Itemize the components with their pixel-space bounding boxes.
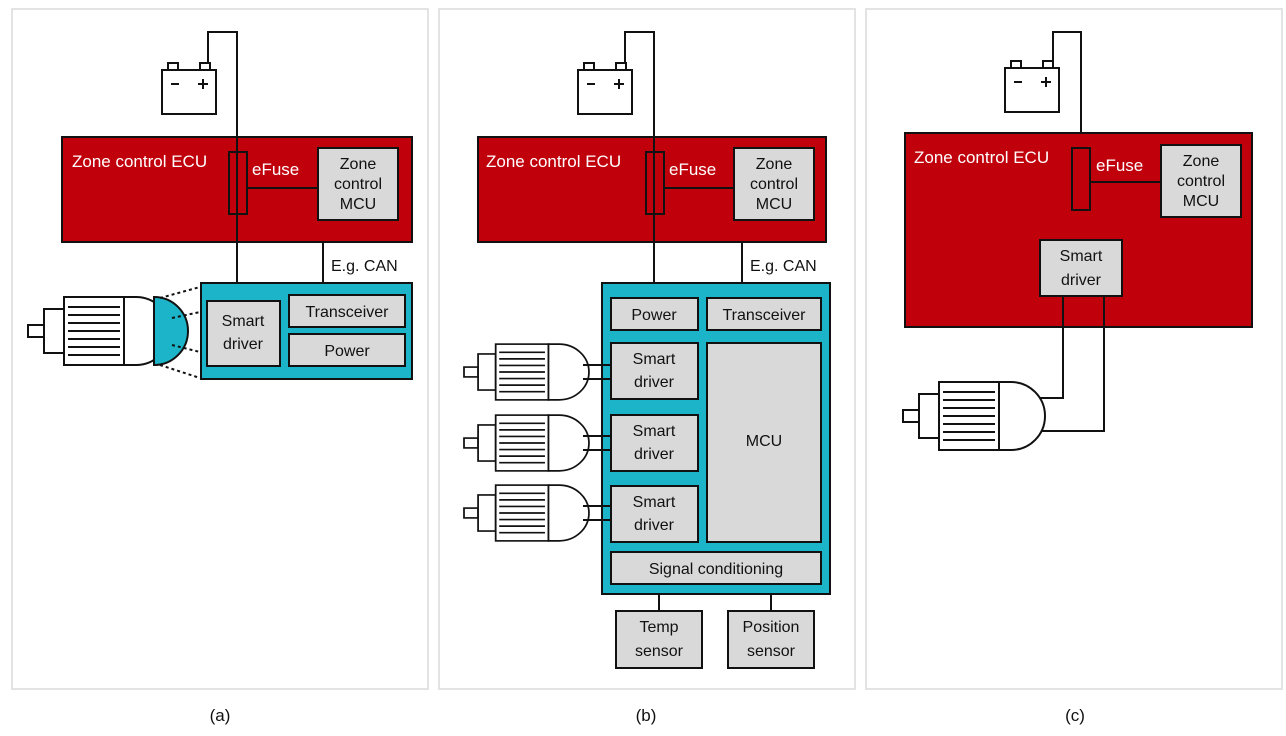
mcu-line-2: control bbox=[750, 176, 798, 193]
position-line-2: sensor bbox=[747, 643, 796, 660]
temp-line-1: Temp bbox=[639, 619, 678, 636]
caption-a: (a) bbox=[209, 706, 231, 725]
panel-b-diagram: Zone control ECU eFuse Zone control MCU … bbox=[463, 31, 831, 669]
smart-driver-box-3 bbox=[610, 485, 699, 543]
battery-icon bbox=[161, 62, 217, 115]
driver-3-line-2: driver bbox=[634, 517, 675, 534]
signal-conditioning-label: Signal conditioning bbox=[649, 561, 783, 578]
efuse-label: eFuse bbox=[252, 160, 299, 179]
mcu-line-1: Zone bbox=[756, 156, 793, 173]
zone-control-mcu bbox=[317, 147, 399, 221]
driver-2-line-2: driver bbox=[634, 446, 675, 463]
mcu-line-3: MCU bbox=[340, 196, 376, 213]
signal-conditioning-box bbox=[610, 551, 822, 585]
efuse-element bbox=[1071, 147, 1091, 211]
panel-c-diagram: Zone control ECU eFuse Zone control MCU … bbox=[902, 31, 1253, 451]
can-label: E.g. CAN bbox=[331, 258, 398, 275]
mcu-line-1: Zone bbox=[340, 156, 377, 173]
efuse-label: eFuse bbox=[1096, 156, 1143, 175]
caption-b: (b) bbox=[635, 706, 657, 725]
smart-driver-box bbox=[206, 300, 281, 367]
power-box bbox=[288, 333, 406, 367]
transceiver-box bbox=[288, 294, 406, 328]
mcu-line-2: control bbox=[334, 176, 382, 193]
driver-2-line-1: Smart bbox=[633, 423, 676, 440]
temp-line-2: sensor bbox=[635, 643, 684, 660]
driver-line-1: Smart bbox=[222, 313, 265, 330]
motor-icon-3 bbox=[463, 484, 590, 542]
ecu-label: Zone control ECU bbox=[72, 152, 207, 171]
position-sensor-box bbox=[727, 610, 815, 669]
zone-control-mcu bbox=[1160, 144, 1242, 218]
panel-a bbox=[11, 8, 429, 690]
battery-icon bbox=[577, 62, 633, 115]
power-box bbox=[610, 297, 699, 331]
module-mcu-label: MCU bbox=[746, 433, 782, 450]
smart-driver-box-2 bbox=[610, 414, 699, 472]
driver-line-1: Smart bbox=[1060, 248, 1103, 265]
caption-c: (c) bbox=[1065, 706, 1085, 725]
smart-driver-box bbox=[1039, 239, 1123, 297]
panel-a-diagram: Zone control ECU eFuse Zone control MCU … bbox=[27, 31, 413, 380]
can-label: E.g. CAN bbox=[750, 258, 817, 275]
ecu-label: Zone control ECU bbox=[486, 152, 621, 171]
driver-line-2: driver bbox=[1061, 272, 1102, 289]
motor-icon bbox=[902, 381, 1046, 451]
ecu-label: Zone control ECU bbox=[914, 148, 1049, 167]
driver-1-line-1: Smart bbox=[633, 351, 676, 368]
driver-line-2: driver bbox=[223, 336, 264, 353]
power-label: Power bbox=[631, 307, 677, 324]
transceiver-label: Transceiver bbox=[306, 304, 390, 321]
module-mcu-box bbox=[706, 342, 822, 543]
mcu-line-1: Zone bbox=[1183, 153, 1220, 170]
driver-1-line-2: driver bbox=[634, 374, 675, 391]
motor-icon bbox=[27, 296, 171, 366]
driver-3-line-1: Smart bbox=[633, 494, 676, 511]
zone-control-mcu bbox=[733, 147, 815, 221]
panel-b bbox=[438, 8, 856, 690]
smart-driver-box-1 bbox=[610, 342, 699, 400]
transceiver-box bbox=[706, 297, 822, 331]
power-label: Power bbox=[324, 343, 370, 360]
motor-icon-2 bbox=[463, 414, 590, 472]
mcu-line-3: MCU bbox=[1183, 193, 1219, 210]
transceiver-label: Transceiver bbox=[723, 307, 807, 324]
position-line-1: Position bbox=[743, 619, 800, 636]
battery-icon bbox=[1004, 60, 1060, 113]
mcu-line-3: MCU bbox=[756, 196, 792, 213]
temp-sensor-box bbox=[615, 610, 703, 669]
mcu-line-2: control bbox=[1177, 173, 1225, 190]
panel-c bbox=[865, 8, 1283, 690]
efuse-label: eFuse bbox=[669, 160, 716, 179]
motor-icon-1 bbox=[463, 343, 590, 401]
